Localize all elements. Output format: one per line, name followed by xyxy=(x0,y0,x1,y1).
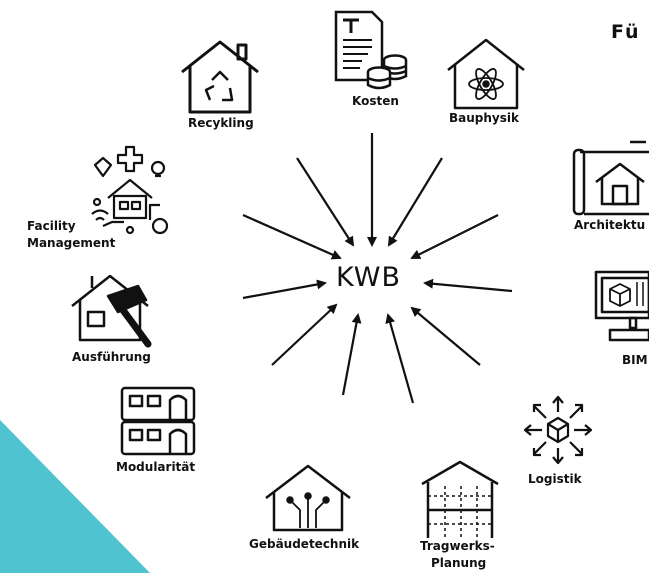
arrow-from-tragwerk xyxy=(385,313,415,404)
arrow-from-ausfuehrung xyxy=(242,279,327,300)
label-kosten: Kosten xyxy=(352,94,399,108)
bim-monitor-icon xyxy=(594,270,649,342)
cost-document-icon xyxy=(334,10,408,90)
arrow-from-bauphysik xyxy=(387,157,443,247)
modular-building-icon xyxy=(120,386,196,456)
arrow-from-facility xyxy=(242,213,342,260)
facility-management-icon xyxy=(91,145,169,235)
arrow-from-architektur xyxy=(410,214,499,259)
label-ausfuehrung: Ausführung xyxy=(72,350,151,364)
label-bauphysik: Bauphysik xyxy=(449,111,519,125)
arrow-from-logistik xyxy=(410,306,481,366)
blueprint-house-icon xyxy=(572,140,649,216)
label-modularitaet: Modularität xyxy=(116,460,196,474)
center-label-kwb: KWB xyxy=(336,262,401,293)
label-architektur: Architektu xyxy=(574,218,646,232)
label-bim: BIM xyxy=(622,353,648,367)
hammer-house-icon xyxy=(71,274,152,348)
circuit-house-icon xyxy=(265,464,351,532)
arrow-from-gebaeudetechnik xyxy=(341,313,362,396)
arrow-from-recycling xyxy=(296,157,355,247)
arrow-from-modularitaet xyxy=(271,303,338,366)
label-gebaeudetechnik: Gebäudetechnik xyxy=(249,537,360,551)
label-logistik: Logistik xyxy=(528,472,582,486)
timber-frame-icon xyxy=(421,460,499,538)
arrow-from-bim xyxy=(423,278,513,293)
arrows xyxy=(242,133,513,404)
label-tragwerk-line2: Planung xyxy=(431,556,487,570)
accent-triangle xyxy=(0,420,150,573)
heading-text: Fü xyxy=(611,21,641,43)
atom-house-icon xyxy=(447,38,525,110)
label-tragwerk-line1: Tragwerks- xyxy=(420,539,495,553)
label-facility-line2: Management xyxy=(27,236,116,250)
label-facility-line1: Facility xyxy=(27,219,76,233)
logistics-box-icon xyxy=(523,395,593,465)
label-recycling: Recykling xyxy=(188,116,254,130)
recycle-house-icon xyxy=(181,40,259,114)
